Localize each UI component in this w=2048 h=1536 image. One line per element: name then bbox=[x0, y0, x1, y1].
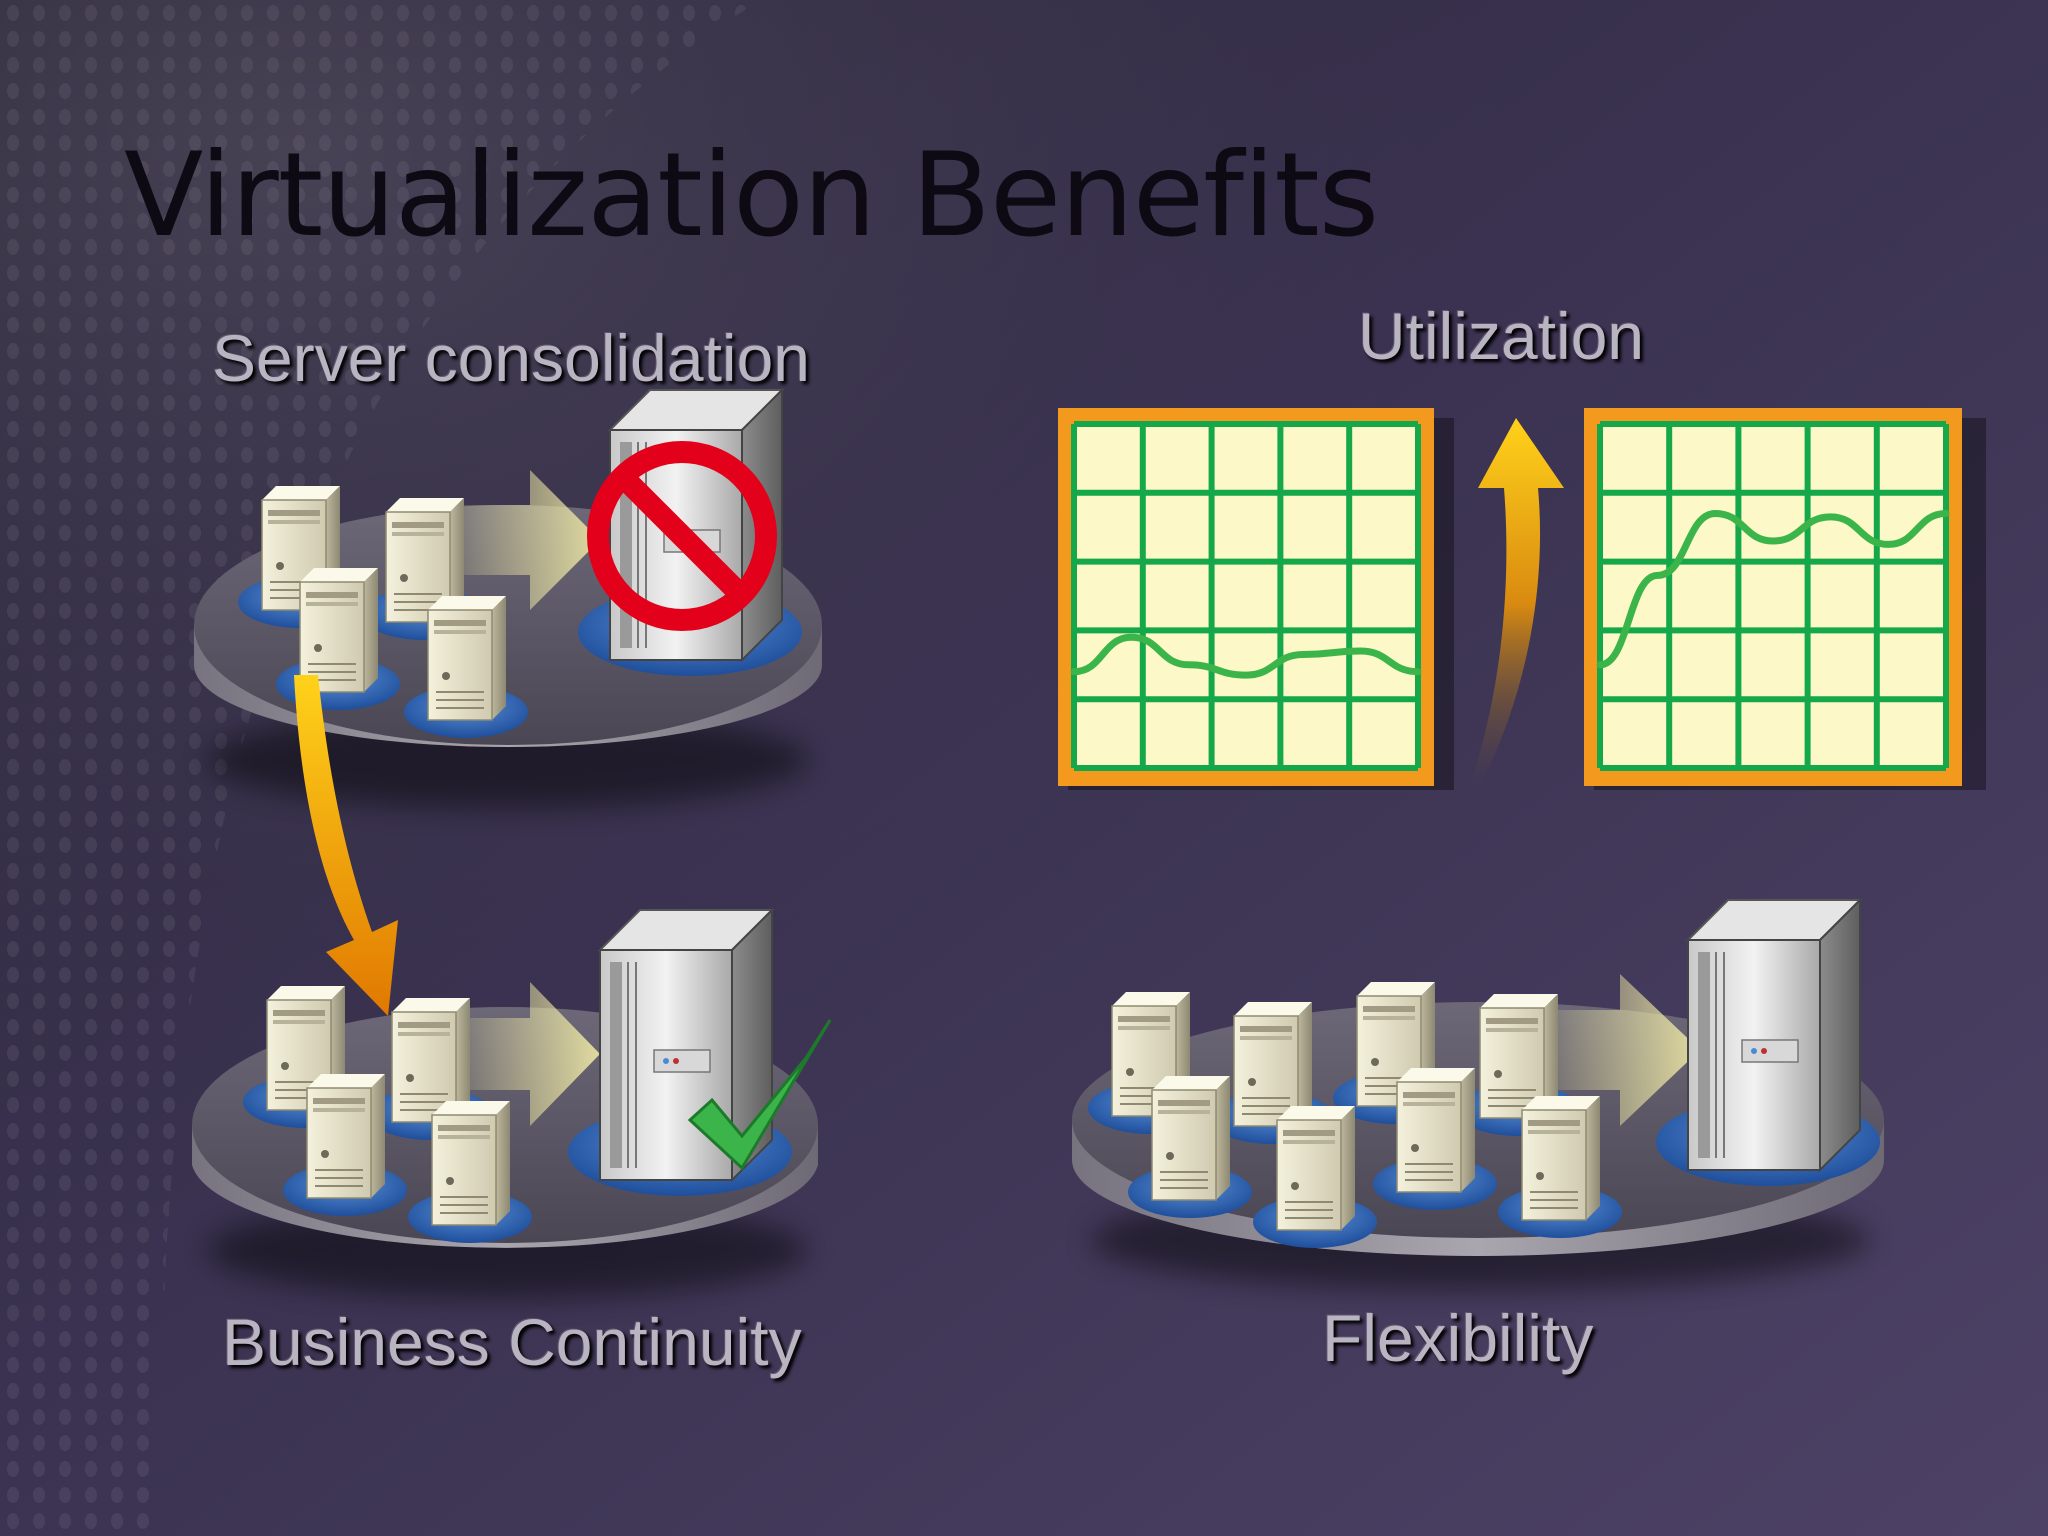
utilization-chart-before bbox=[1058, 408, 1454, 790]
slide-title: Virtualization Benefits bbox=[124, 128, 1379, 263]
business-continuity-label: Business Continuity bbox=[222, 1305, 802, 1379]
utilization-chart-after bbox=[1584, 408, 1986, 790]
server-consolidation-label: Server consolidation bbox=[212, 321, 810, 395]
utilization-line bbox=[1070, 633, 1422, 679]
checkmark-icon bbox=[687, 1019, 832, 1171]
business-continuity-diagram bbox=[192, 909, 832, 1298]
migration-arrow bbox=[294, 675, 398, 1016]
consolidation-diagram bbox=[194, 389, 822, 808]
utilization-arrow bbox=[1468, 418, 1564, 790]
flexibility-diagram bbox=[1072, 899, 1884, 1290]
utilization-line bbox=[1596, 509, 1950, 669]
no-entry-icon bbox=[587, 441, 777, 631]
utilization-label: Utilization bbox=[1358, 299, 1645, 373]
flexibility-label: Flexibility bbox=[1322, 1301, 1594, 1375]
